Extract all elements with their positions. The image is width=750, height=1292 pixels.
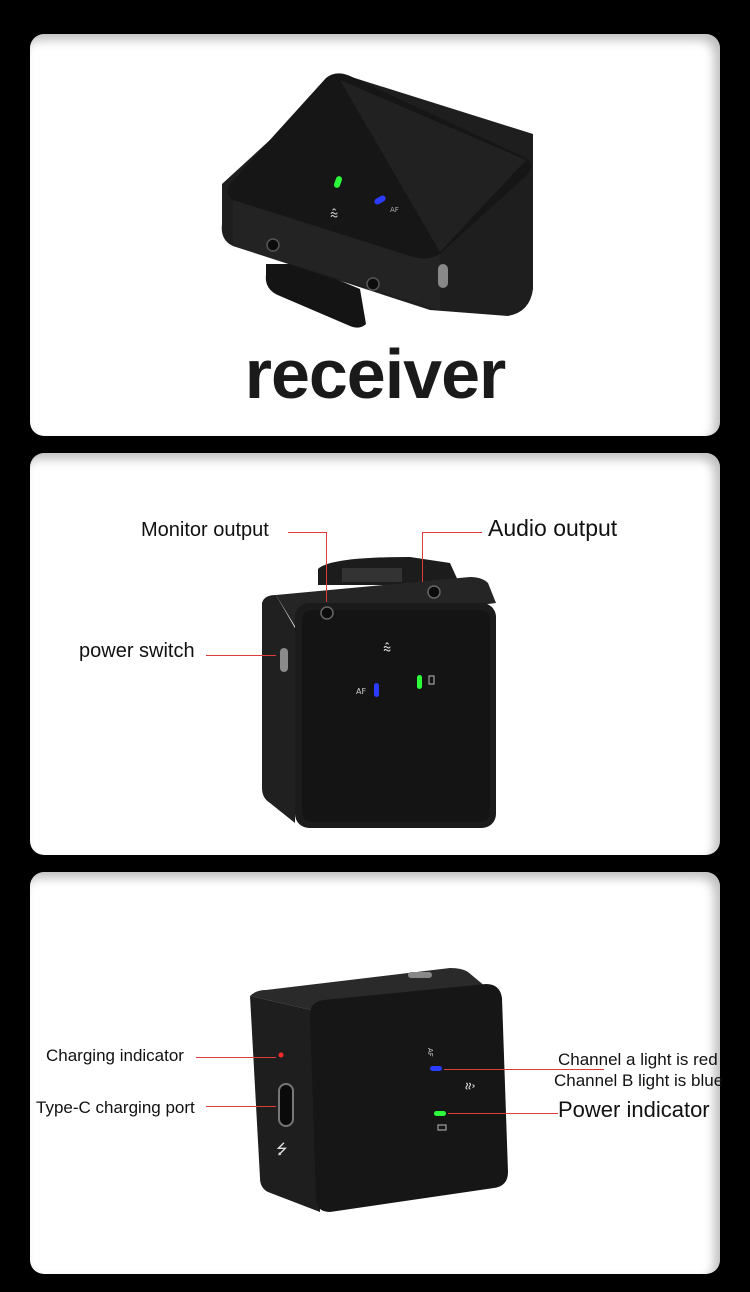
- callout-power-switch: [206, 655, 276, 656]
- callout-charging: [196, 1057, 276, 1058]
- label-typec-port: Type-C charging port: [36, 1098, 195, 1117]
- receiver-front-image: ⩯ AF: [262, 557, 496, 828]
- label-channel-b: Channel B light is blue: [554, 1071, 724, 1090]
- callout-typec: [206, 1106, 276, 1107]
- label-channel-a: Channel a light is red: [558, 1050, 718, 1069]
- receiver-device-image: ⩯ AF: [221, 73, 533, 328]
- callout-power-indicator: [448, 1113, 558, 1114]
- svg-text:AF: AF: [390, 206, 399, 214]
- af-mark: AF: [356, 687, 366, 696]
- callout-monitor-v: [326, 532, 327, 602]
- svg-text:⩯: ⩯: [330, 207, 338, 223]
- label-audio-output: Audio output: [488, 515, 618, 541]
- label-power-switch: power switch: [79, 640, 195, 662]
- svg-text:⩯: ⩯: [383, 641, 391, 657]
- af-mark-3: AF: [426, 1048, 434, 1057]
- svg-text:⭍: ⭍: [276, 1142, 288, 1158]
- callout-audio-h: [422, 532, 482, 533]
- label-monitor-output: Monitor output: [141, 519, 269, 541]
- outputs-panel: ⩯ AF Monitor output Audio output power s…: [30, 453, 720, 855]
- receiver-side-image: ⭍ AF ⩯: [250, 968, 508, 1212]
- label-charging-indicator: Charging indicator: [46, 1046, 184, 1065]
- receiver-title: receiver: [244, 335, 507, 413]
- callout-channel: [444, 1069, 604, 1070]
- receiver-panel: ⩯ AF receiver: [30, 34, 720, 436]
- callout-monitor-h: [288, 532, 326, 533]
- indicators-panel: ⭍ AF ⩯ Charging indicator Type-C chargin…: [30, 872, 724, 1274]
- label-power-indicator: Power indicator: [558, 1097, 710, 1122]
- callout-audio-v: [422, 532, 423, 582]
- svg-text:⩯: ⩯: [460, 1082, 476, 1090]
